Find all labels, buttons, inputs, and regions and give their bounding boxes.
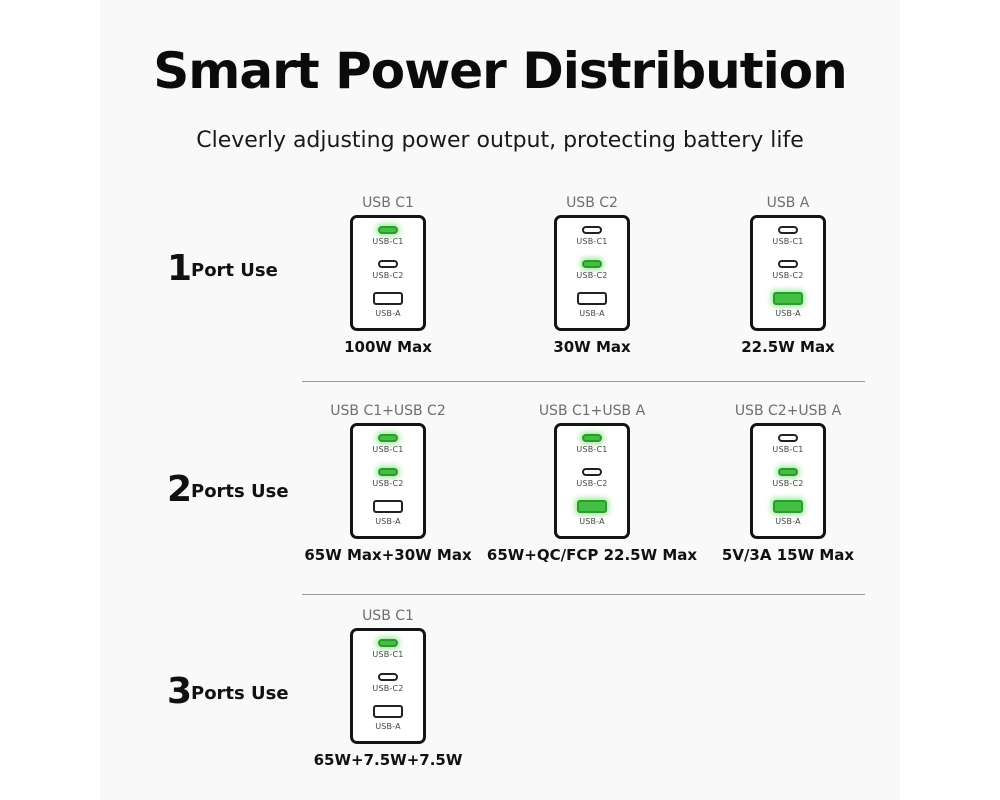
port-label: USB-A xyxy=(579,517,605,526)
row-label-text: Port Use xyxy=(191,260,278,281)
port-label: USB-C1 xyxy=(576,237,608,246)
usb-a-port-icon xyxy=(373,292,403,305)
config-power: 65W Max+30W Max xyxy=(304,546,472,564)
config-name: USB C1 xyxy=(362,608,414,624)
port-label: USB-A xyxy=(375,722,401,731)
port-label: USB-A xyxy=(375,517,401,526)
infographic-panel xyxy=(100,0,900,800)
row-label-text: Ports Use xyxy=(191,481,289,502)
usb-c-port-icon xyxy=(582,226,602,234)
usb-c-port-icon xyxy=(582,468,602,476)
row-number: 3 xyxy=(167,671,193,712)
port-label: USB-C1 xyxy=(772,237,804,246)
config-name: USB C1+USB C2 xyxy=(330,403,446,419)
usb-c-port-icon xyxy=(778,468,798,476)
port-label: USB-C2 xyxy=(772,271,804,280)
usb-a-port-icon xyxy=(577,500,607,513)
port-label: USB-C1 xyxy=(372,650,404,659)
port-label: USB-C2 xyxy=(372,271,404,280)
usb-c-port-icon xyxy=(582,434,602,442)
usb-c-port-icon xyxy=(778,260,798,268)
config-power: 5V/3A 15W Max xyxy=(721,546,855,564)
port-label: USB-A xyxy=(775,517,801,526)
row-divider xyxy=(302,381,865,382)
config-power: 65W+7.5W+7.5W xyxy=(313,751,463,769)
row-label-text: Ports Use xyxy=(191,683,289,704)
usb-a-port-icon xyxy=(773,292,803,305)
port-label: USB-A xyxy=(775,309,801,318)
row-divider xyxy=(302,594,865,595)
usb-c-port-icon xyxy=(378,260,398,268)
config-power: 100W Max xyxy=(344,338,432,356)
config-power: 22.5W Max xyxy=(741,338,835,356)
usb-c-port-icon xyxy=(378,673,398,681)
port-label: USB-C2 xyxy=(576,271,608,280)
port-label: USB-C1 xyxy=(576,445,608,454)
port-label: USB-C2 xyxy=(772,479,804,488)
usb-c-port-icon xyxy=(582,260,602,268)
port-label: USB-C2 xyxy=(372,479,404,488)
port-label: USB-C1 xyxy=(372,237,404,246)
usb-a-port-icon xyxy=(577,292,607,305)
port-label: USB-C2 xyxy=(372,684,404,693)
config-power: 30W Max xyxy=(553,338,631,356)
row-number: 1 xyxy=(167,248,193,289)
usb-c-port-icon xyxy=(378,468,398,476)
page-title: Smart Power Distribution xyxy=(153,42,847,100)
usb-c-port-icon xyxy=(378,434,398,442)
usb-c-port-icon xyxy=(378,639,398,647)
usb-c-port-icon xyxy=(778,434,798,442)
config-power: 65W+QC/FCP 22.5W Max xyxy=(486,546,698,564)
port-label: USB-C1 xyxy=(372,445,404,454)
row-number: 2 xyxy=(167,469,193,510)
port-label: USB-C2 xyxy=(576,479,608,488)
port-label: USB-A xyxy=(375,309,401,318)
config-name: USB C1+USB A xyxy=(538,403,646,419)
config-name: USB C1 xyxy=(362,195,414,211)
port-label: USB-A xyxy=(579,309,605,318)
usb-a-port-icon xyxy=(773,500,803,513)
usb-a-port-icon xyxy=(373,500,403,513)
usb-c-port-icon xyxy=(778,226,798,234)
usb-c-port-icon xyxy=(378,226,398,234)
config-name: USB A xyxy=(766,195,810,211)
port-label: USB-C1 xyxy=(772,445,804,454)
config-name: USB C2+USB A xyxy=(734,403,842,419)
config-name: USB C2 xyxy=(566,195,618,211)
page-subtitle: Cleverly adjusting power output, protect… xyxy=(196,128,804,153)
usb-a-port-icon xyxy=(373,705,403,718)
